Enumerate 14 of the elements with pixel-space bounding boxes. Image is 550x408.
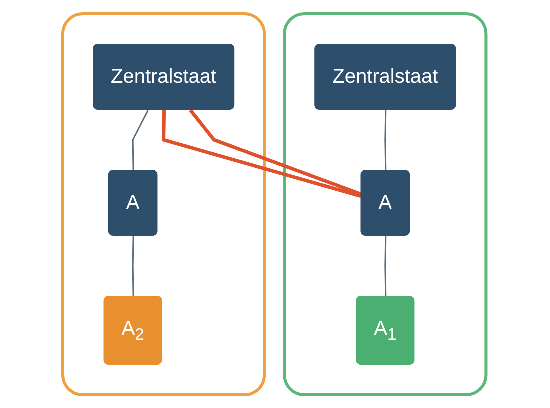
cluster: [284, 12, 488, 396]
node-box: A$_{1}$: [356, 296, 416, 364]
connector: [132, 110, 150, 170]
connector: [162, 110, 362, 198]
node-box: A: [108, 170, 158, 236]
node-box: A: [361, 170, 410, 236]
connector: [132, 236, 135, 296]
cluster: [62, 12, 266, 396]
node-box: A$_{2}$: [104, 296, 163, 364]
node-box: Zentralstaat: [93, 44, 235, 110]
connector: [385, 110, 388, 170]
connector: [385, 236, 388, 296]
node-box: Zentralstaat: [315, 44, 457, 110]
connector: [190, 108, 362, 196]
